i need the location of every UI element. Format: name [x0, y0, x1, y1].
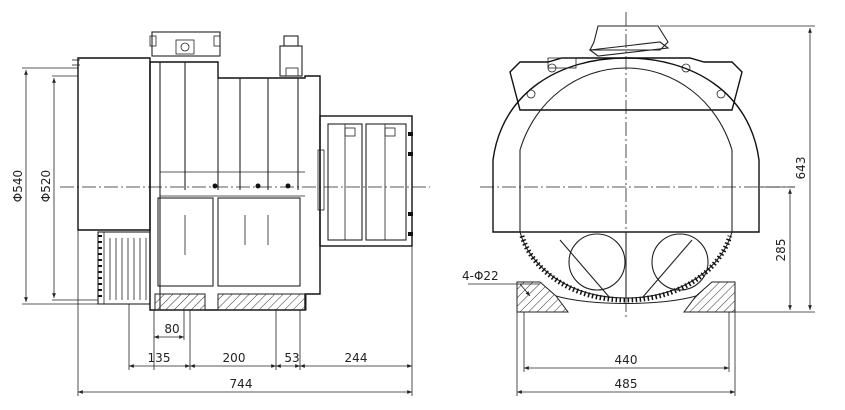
diameter-540-label: Φ540 [11, 170, 25, 202]
dim-744-label: 744 [230, 377, 253, 391]
dim-200-label: 200 [223, 351, 246, 365]
side-view: Φ540 Φ520 80 135 200 53 244 744 [11, 31, 430, 396]
traction-sheave [97, 231, 151, 305]
diameter-520-label: Φ520 [39, 170, 53, 202]
dim-80-label: 80 [164, 322, 179, 336]
side-base-foot [154, 293, 206, 311]
front-motor-body [492, 57, 760, 233]
hole-callout-label: 4-Φ22 [462, 269, 499, 283]
dim-643-label: 643 [794, 157, 808, 180]
dim-135-label: 135 [148, 351, 171, 365]
front-terminal-box [547, 25, 670, 69]
dim-244-label: 244 [345, 351, 368, 365]
terminal-box [149, 31, 221, 57]
brake-assembly [317, 115, 413, 247]
side-base-foot [217, 293, 307, 311]
dim-285-label: 285 [774, 239, 788, 262]
brake-housing [77, 57, 151, 231]
dim-485-label: 485 [615, 377, 638, 391]
dim-440-label: 440 [615, 353, 638, 367]
front-view: 4-Φ22 643 285 440 485 [462, 12, 815, 396]
front-top-plate [509, 57, 743, 111]
dim-53-label: 53 [284, 351, 299, 365]
encoder-cap [279, 35, 303, 77]
motor-body [149, 61, 321, 311]
front-base [516, 281, 736, 313]
front-sheave [519, 231, 733, 303]
